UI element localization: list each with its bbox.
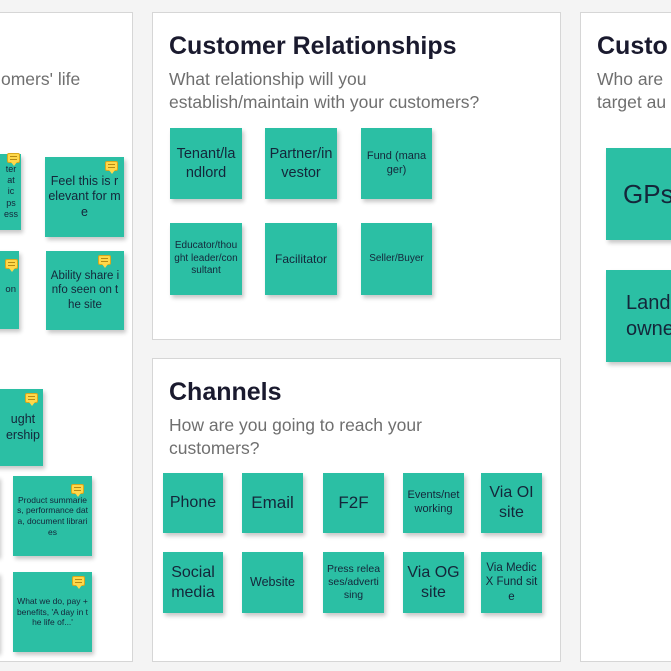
- customer-relationships-panel: Customer Relationships What relationship…: [152, 12, 561, 340]
- right-panel-subtitle-line2: target au: [597, 92, 667, 112]
- sticky-note[interactable]: Via MedicX Fund site: [481, 552, 542, 613]
- sticky-note[interactable]: Educator/thought leader/consultant: [170, 223, 242, 295]
- sticky-note[interactable]: ter at ic ps ess: [0, 154, 21, 230]
- right-panel-title: Custo: [597, 32, 668, 60]
- sticky-note[interactable]: Social media: [163, 552, 223, 613]
- channels-panel: Channels How are you going to reach your…: [152, 358, 561, 662]
- left-panel: omers' life ter at ic ps ess Feel this i…: [0, 12, 133, 662]
- sticky-note[interactable]: Seller/Buyer: [361, 223, 432, 295]
- comment-icon[interactable]: [25, 393, 38, 406]
- sticky-note[interactable]: Tenant/landlord: [170, 128, 242, 199]
- channels-title: Channels: [169, 378, 282, 406]
- sticky-note[interactable]: Phone: [163, 473, 223, 533]
- sticky-note[interactable]: Land owne: [606, 270, 671, 362]
- customer-relationships-subtitle-line2: establish/maintain with your customers?: [169, 92, 480, 112]
- sticky-note[interactable]: Facilitator: [265, 223, 337, 295]
- sticky-note[interactable]: Partner/investor: [265, 128, 337, 199]
- comment-icon[interactable]: [105, 161, 118, 174]
- comment-icon[interactable]: [7, 153, 20, 166]
- customer-relationships-subtitle-line1: What relationship will you: [169, 69, 367, 89]
- sticky-note[interactable]: Website: [242, 552, 303, 613]
- left-panel-subtitle: omers' life: [1, 69, 81, 89]
- sticky-note[interactable]: Fund (manager): [361, 128, 432, 199]
- comment-icon[interactable]: [72, 576, 85, 589]
- channels-subtitle-line2: customers?: [169, 438, 260, 458]
- sticky-note[interactable]: Ability share info seen on the site: [46, 251, 124, 330]
- sticky-note[interactable]: Press releases/advertising: [323, 552, 384, 613]
- channels-subtitle-line1: How are you going to reach your: [169, 415, 422, 435]
- sticky-note[interactable]: ught ership: [0, 389, 43, 466]
- sticky-note[interactable]: Events/networking: [403, 473, 464, 533]
- sticky-note[interactable]: F2F: [323, 473, 384, 533]
- comment-icon[interactable]: [5, 259, 18, 272]
- comment-icon[interactable]: [71, 484, 84, 497]
- sticky-note[interactable]: GPs: [606, 148, 671, 240]
- right-panel: Custo Who are target au GPs Land owne: [580, 12, 671, 662]
- sticky-note[interactable]: Email: [242, 473, 303, 533]
- sticky-note[interactable]: Via OG site: [403, 552, 464, 613]
- right-panel-subtitle-line1: Who are: [597, 69, 664, 89]
- customer-relationships-title: Customer Relationships: [169, 32, 457, 60]
- sticky-note[interactable]: Via OI site: [481, 473, 542, 533]
- comment-icon[interactable]: [98, 255, 111, 268]
